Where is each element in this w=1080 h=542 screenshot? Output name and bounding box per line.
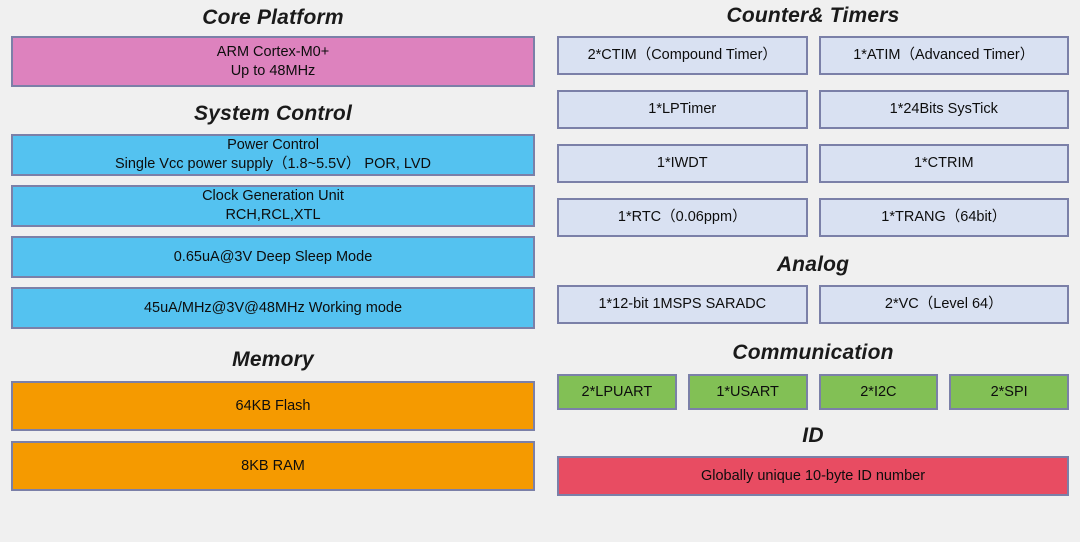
block-line-2: RCH,RCL,XTL	[225, 207, 321, 223]
block-arm-cortex-m0plus[interactable]: ARM Cortex-M0+ Up to 48MHz	[11, 36, 535, 87]
block-saradc[interactable]: 1*12-bit 1MSPS SARADC	[557, 285, 808, 324]
block-trang[interactable]: 1*TRANG（64bit）	[818, 198, 1069, 237]
block-line-1: 45uA/MHz@3V@48MHz Working mode	[143, 299, 403, 316]
block-i2c[interactable]: 2*I2C	[818, 374, 939, 410]
section-title-id: ID	[802, 424, 824, 447]
block-rtc[interactable]: 1*RTC（0.06ppm）	[557, 198, 808, 237]
block-line-1: 8KB RAM	[241, 457, 305, 474]
block-deep-sleep-mode[interactable]: 0.65uA@3V Deep Sleep Mode	[11, 236, 535, 278]
section-title-communication: Communication	[732, 341, 894, 364]
block-line-2: Up to 48MHz	[230, 62, 316, 79]
block-atim[interactable]: 1*ATIM（Advanced Timer）	[818, 36, 1069, 75]
section-title-analog: Analog	[776, 253, 850, 276]
block-line-1: 64KB Flash	[235, 397, 311, 414]
block-vc[interactable]: 2*VC（Level 64）	[818, 285, 1069, 324]
right-column: Counter& Timers 2*CTIM（Compound Timer） 1…	[546, 0, 1080, 542]
block-clock-generation-unit[interactable]: Clock Generation Unit RCH,RCL,XTL	[11, 185, 535, 227]
section-title-core-platform: Core Platform	[202, 6, 344, 29]
block-line-1: ARM Cortex-M0+	[216, 43, 330, 60]
block-ctim[interactable]: 2*CTIM（Compound Timer）	[557, 36, 808, 75]
block-ram[interactable]: 8KB RAM	[11, 441, 535, 491]
block-lpuart[interactable]: 2*LPUART	[557, 374, 677, 410]
block-systick[interactable]: 1*24Bits SysTick	[818, 90, 1069, 129]
section-title-counter-timers: Counter& Timers	[726, 4, 900, 27]
block-usart[interactable]: 1*USART	[687, 374, 808, 410]
block-spi[interactable]: 2*SPI	[949, 374, 1069, 410]
analog-grid: 1*12-bit 1MSPS SARADC 2*VC（Level 64）	[557, 285, 1069, 324]
block-unique-id[interactable]: Globally unique 10-byte ID number	[557, 456, 1069, 496]
block-line-2: Single Vcc power supply（1.8~5.5V） POR, L…	[114, 156, 432, 172]
communication-grid: 2*LPUART 1*USART 2*I2C 2*SPI	[557, 374, 1069, 410]
section-title-system-control: System Control	[194, 102, 352, 125]
block-line-1: Power Control	[227, 137, 319, 154]
block-power-control[interactable]: Power Control Single Vcc power supply（1.…	[11, 134, 535, 176]
block-lptimer[interactable]: 1*LPTimer	[557, 90, 808, 129]
block-ctrim[interactable]: 1*CTRIM	[818, 144, 1069, 183]
counter-timers-grid: 2*CTIM（Compound Timer） 1*ATIM（Advanced T…	[557, 36, 1069, 237]
block-line-1: Clock Generation Unit	[202, 188, 344, 205]
block-iwdt[interactable]: 1*IWDT	[557, 144, 808, 183]
block-line-1: 0.65uA@3V Deep Sleep Mode	[173, 248, 373, 265]
section-title-memory: Memory	[232, 348, 314, 371]
block-working-mode[interactable]: 45uA/MHz@3V@48MHz Working mode	[11, 287, 535, 329]
block-flash[interactable]: 64KB Flash	[11, 381, 535, 431]
left-column: Core Platform ARM Cortex-M0+ Up to 48MHz…	[11, 6, 535, 491]
